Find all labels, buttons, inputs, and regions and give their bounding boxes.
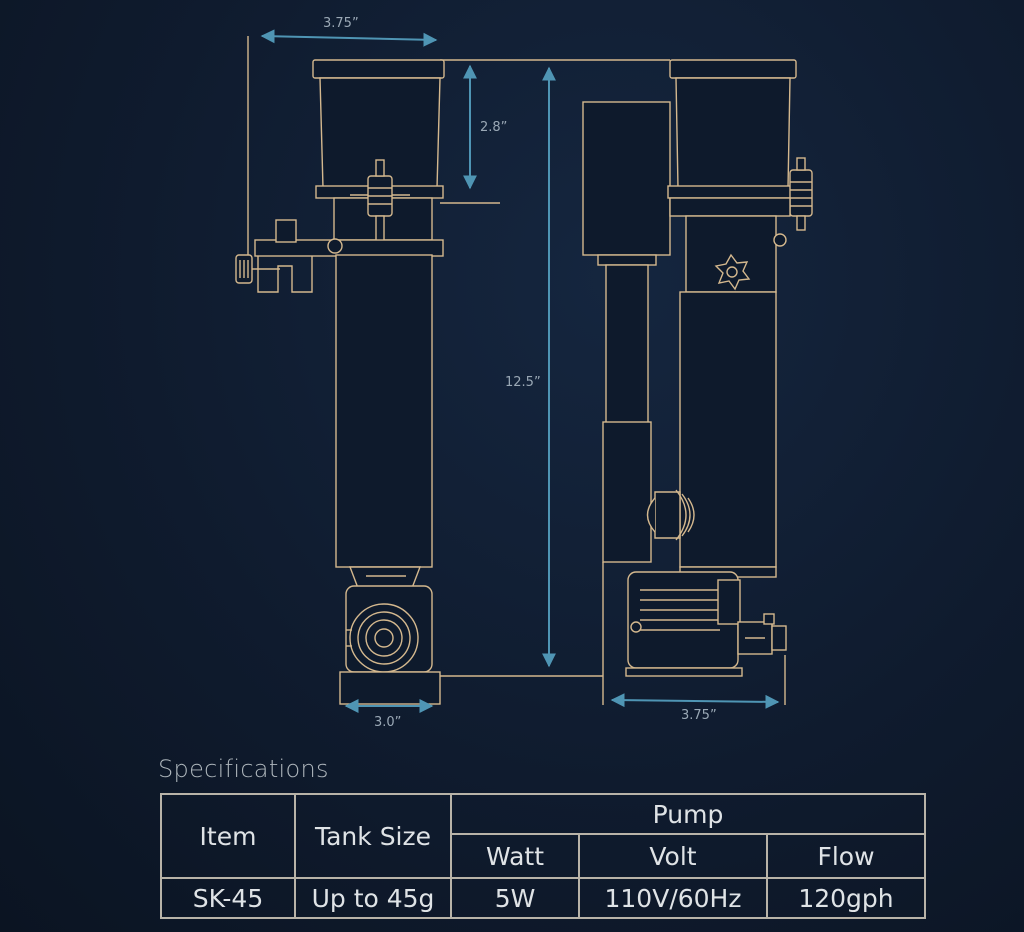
dim-top-width-label: 3.75” [323,16,359,31]
intake-pipe [605,264,649,424]
skimmer-technical-drawing: 3.75” 2.8” 12.5” 3.0” 3.75” [235,16,813,730]
dim-top-width-line [260,29,438,47]
left-base [339,671,441,705]
dim-right-base-width-line [610,693,780,709]
right-side-view [582,59,813,705]
cell-item: SK-45 [160,877,296,919]
header-flow: Flow [766,833,926,879]
right-base [625,667,743,677]
left-front-view [235,36,670,705]
dimension-lines: 3.75” 2.8” 12.5” 3.0” 3.75” [260,16,780,730]
right-bracket [669,197,791,217]
cell-tank-size: Up to 45g [294,877,452,919]
specifications-table: Item Tank Size Pump Watt Volt Flow SK-45… [160,793,926,919]
spec-subheader-row: Watt Volt Flow [161,833,926,879]
header-watt: Watt [450,833,580,879]
cell-flow: 120gph [766,877,926,919]
main-body [335,254,433,568]
right-cup-lid [669,59,797,79]
right-main-body [679,291,777,568]
cell-volt: 110V/60Hz [578,877,768,919]
specifications-title: Specifications [158,755,329,783]
right-collection-cup [675,77,791,189]
star-knob [714,253,751,291]
pump-impeller-housing [349,603,419,673]
right-air-fitting [789,169,813,217]
cell-watt: 5W [450,877,580,919]
cup-lid [312,59,445,79]
dim-right-base-width-label: 3.75” [681,708,717,723]
dim-cup-height-label: 2.8” [480,120,507,135]
header-volt: Volt [578,833,768,879]
dim-total-height-label: 12.5” [505,375,541,390]
dim-base-width-label: 3.0” [374,715,401,730]
intake-box [582,101,671,256]
header-pump: Pump [450,793,926,835]
header-tank-size: Tank Size [294,793,452,879]
header-item: Item [160,793,296,879]
table-row: SK-45 Up to 45g 5W 110V/60Hz 120gph [160,877,926,919]
spec-header-row: Item Tank Size Pump [160,793,926,879]
